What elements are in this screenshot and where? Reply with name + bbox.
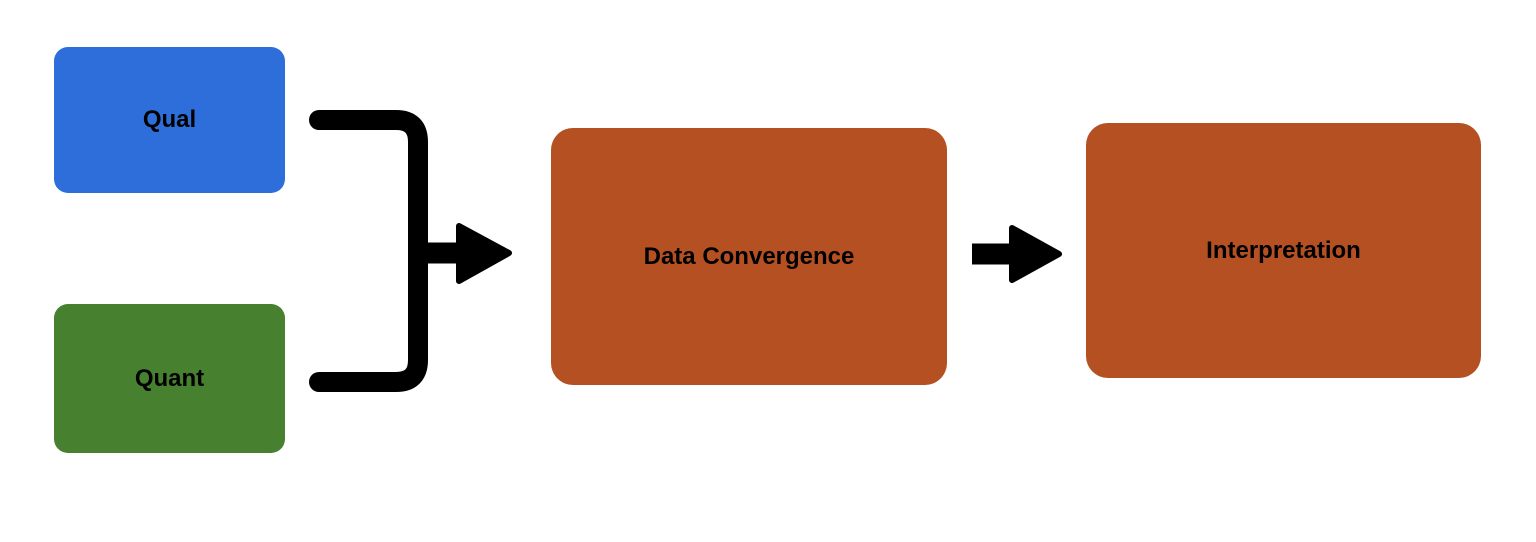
node-data-convergence: Data Convergence [551,128,947,385]
node-qual: Qual [54,47,285,193]
node-interpretation-label: Interpretation [1206,236,1361,264]
flow-arrowhead-icon [1009,225,1062,283]
node-data-convergence-label: Data Convergence [643,242,855,270]
node-quant-label: Quant [134,364,205,392]
node-quant: Quant [54,304,285,453]
merge-bracket-connector [309,110,428,392]
node-interpretation: Interpretation [1086,123,1481,378]
bracket-arrowhead-icon [456,223,512,284]
node-qual-label: Qual [142,106,197,133]
